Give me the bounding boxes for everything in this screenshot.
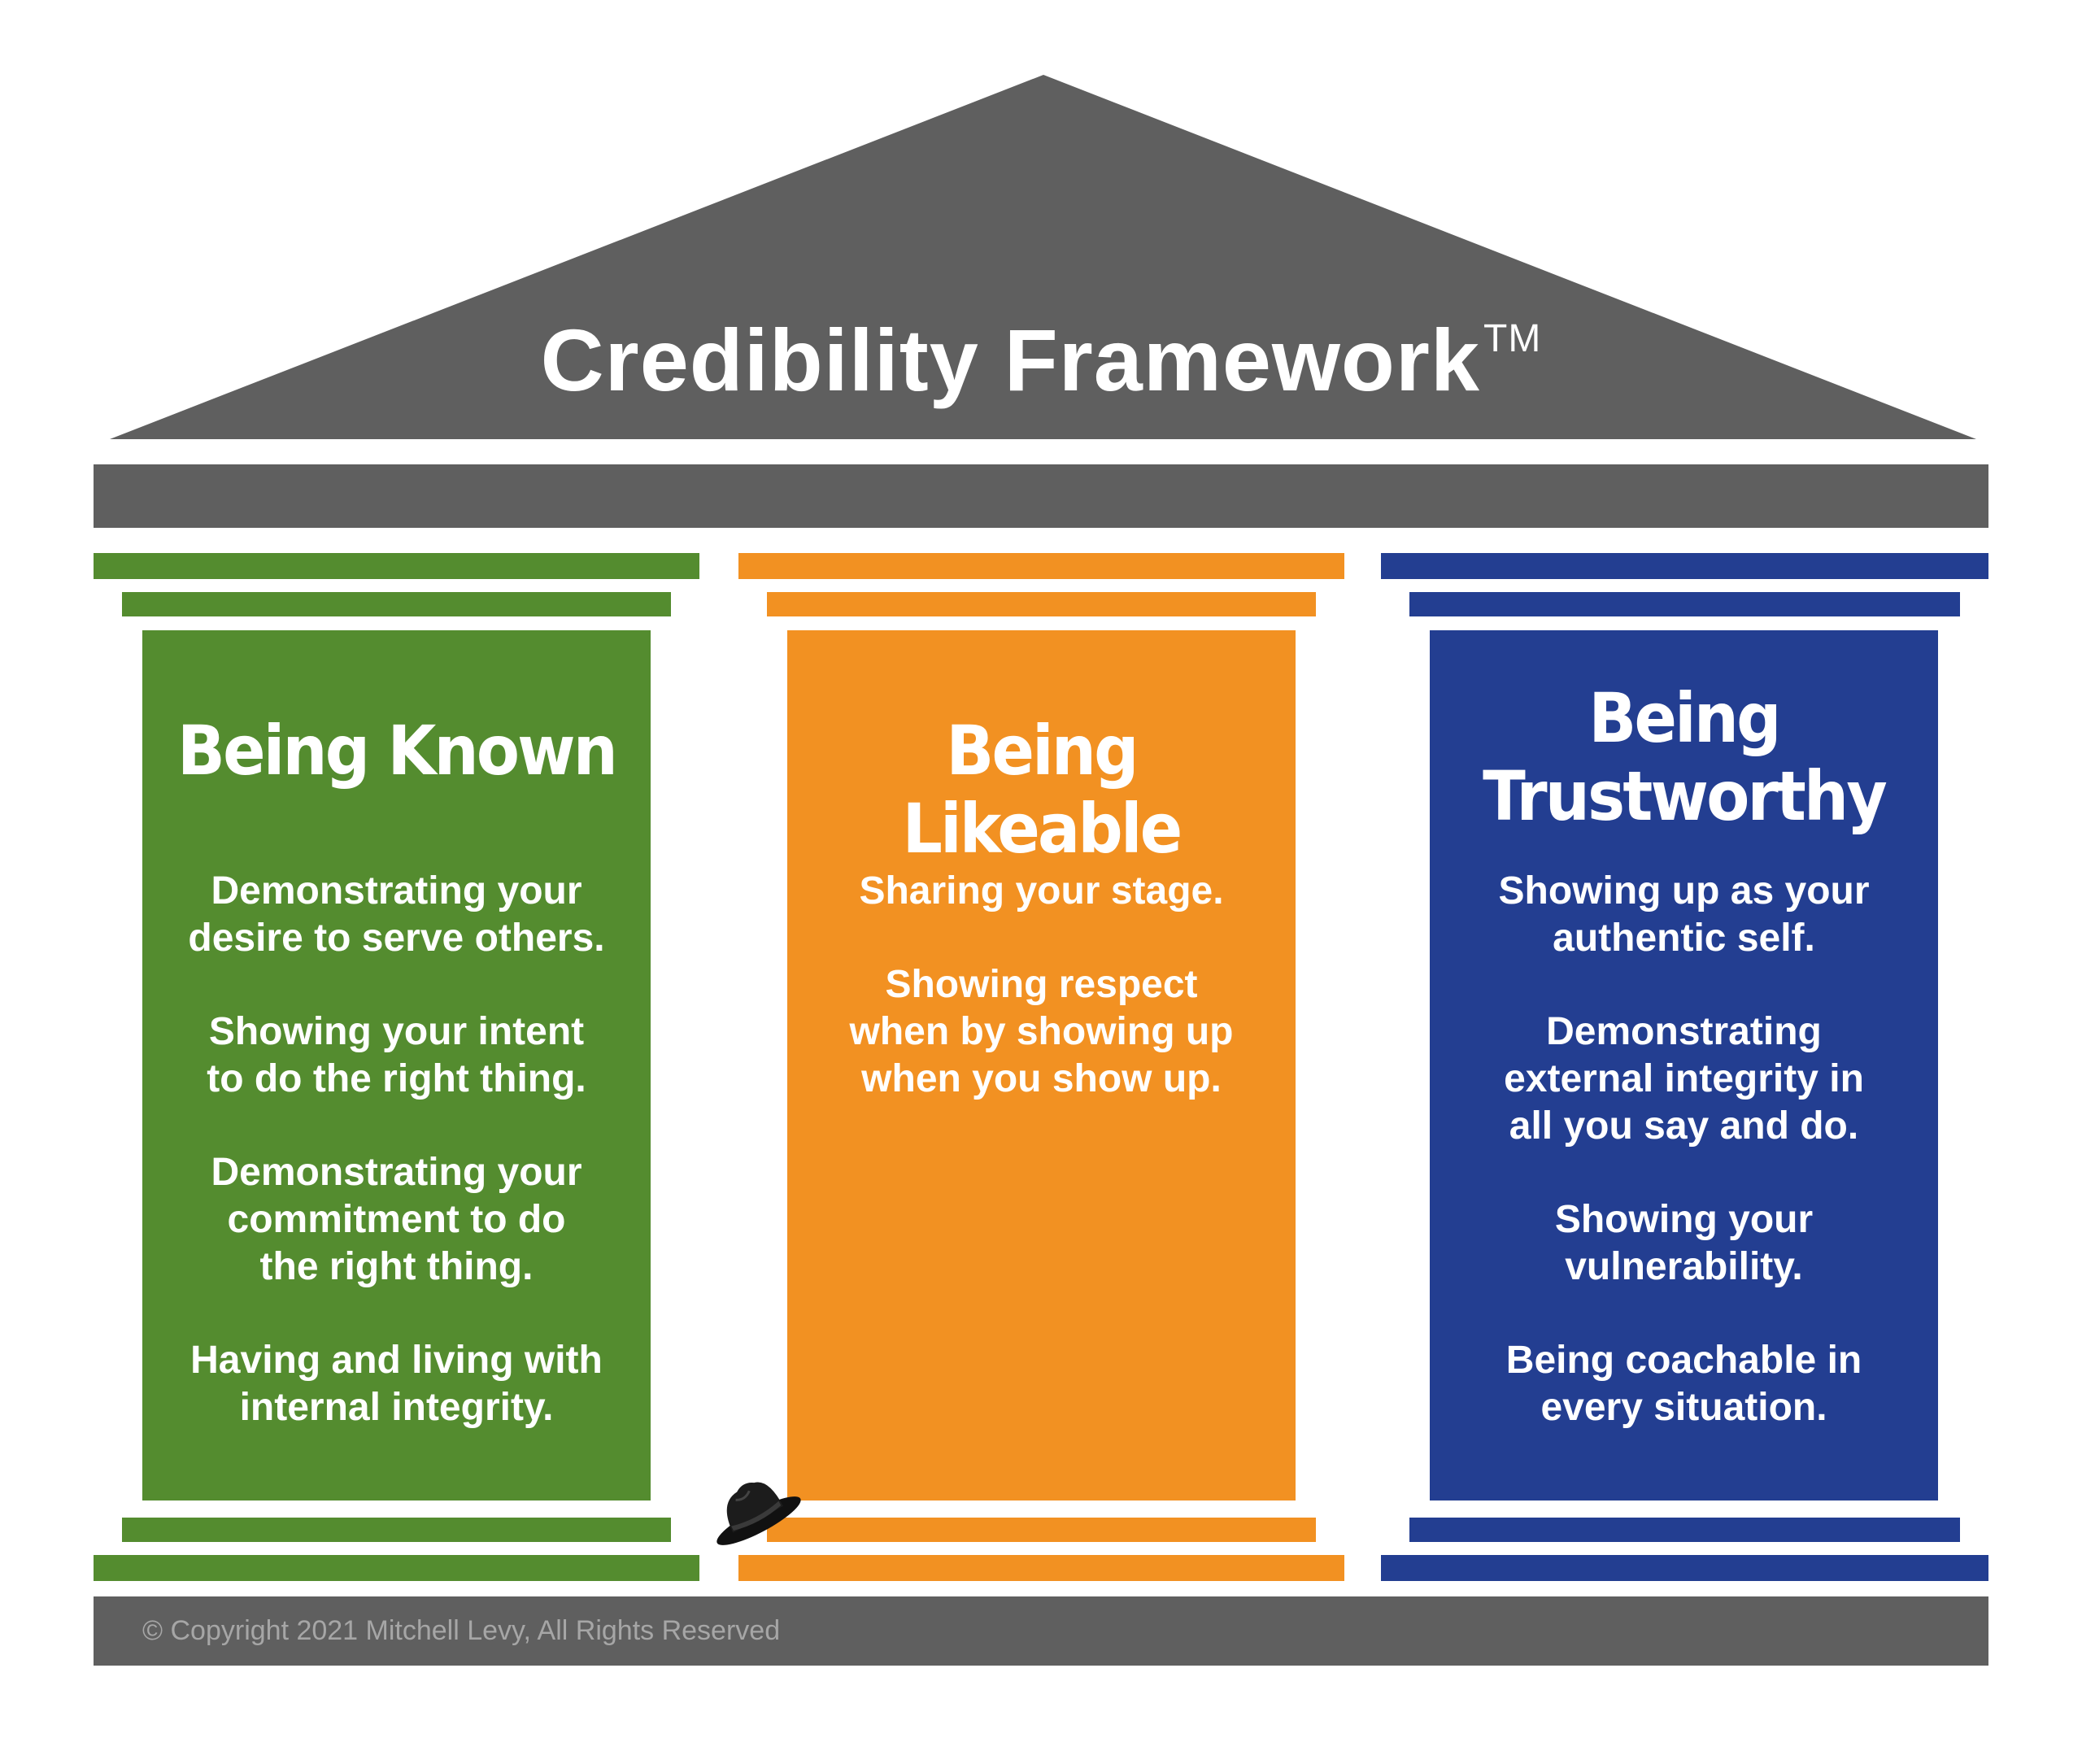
- pillar-items: Showing up as your authentic self. Demon…: [1430, 868, 1938, 1478]
- pillar-items: Demonstrating your desire to serve other…: [142, 868, 651, 1478]
- pillar-base-bottom: [1381, 1555, 1988, 1581]
- framework-title-text: Credibility Framework: [540, 311, 1480, 409]
- pillar-items: Sharing your stage. Showing respect when…: [787, 868, 1296, 1149]
- pillar-capital-bottom: [122, 592, 671, 616]
- roof-triangle: [110, 75, 1976, 439]
- pillar-title: Being Known: [176, 711, 618, 791]
- pillar-title: Being Trustworthy: [1483, 678, 1888, 836]
- pillar-capital-top: [94, 553, 699, 579]
- pillar-item: Demonstrating external integrity in all …: [1504, 1010, 1864, 1148]
- pillar-capital-bottom: [767, 592, 1316, 616]
- pillar-item: Showing your intent to do the right thin…: [207, 1010, 586, 1100]
- pillar-item: Demonstrating your commitment to do the …: [211, 1151, 582, 1288]
- pillar-capital-top: [738, 553, 1344, 579]
- pillar-item: Showing your vulnerability.: [1554, 1198, 1814, 1288]
- pillar-title: Being Likeable: [902, 711, 1183, 869]
- pillar-item: Being coachable in every situation.: [1505, 1339, 1862, 1429]
- pillar-item: Sharing your stage.: [859, 869, 1224, 912]
- pillar-item: Showing up as your authentic self.: [1498, 869, 1870, 960]
- pillar-shaft: Being Known Demonstrating your desire to…: [142, 630, 651, 1500]
- foundation-footer: © Copyright 2021 Mitchell Levy, All Righ…: [94, 1596, 1988, 1666]
- copyright-text: © Copyright 2021 Mitchell Levy, All Righ…: [142, 1615, 781, 1646]
- hat-icon: [717, 1482, 801, 1545]
- framework-title: Credibility FrameworkTM: [0, 286, 2082, 413]
- pillar-base-top: [767, 1518, 1316, 1542]
- entablature-beam: [94, 464, 1988, 528]
- pillar-shaft: Being Likeable Sharing your stage. Showi…: [787, 630, 1296, 1500]
- pillar-capital-bottom: [1409, 592, 1960, 616]
- pillar-item: Showing respect when by showing up when …: [849, 963, 1234, 1100]
- pillar-item: Demonstrating your desire to serve other…: [188, 869, 605, 960]
- pillar-base-bottom: [738, 1555, 1344, 1581]
- pillar-base-top: [1409, 1518, 1960, 1542]
- pillar-shaft: Being Trustworthy Showing up as your aut…: [1430, 630, 1938, 1500]
- pillar-item: Having and living with internal integrit…: [190, 1339, 603, 1429]
- pillar-capital-top: [1381, 553, 1988, 579]
- pillar-base-top: [122, 1518, 671, 1542]
- trademark-mark: TM: [1483, 317, 1542, 360]
- pillar-base-bottom: [94, 1555, 699, 1581]
